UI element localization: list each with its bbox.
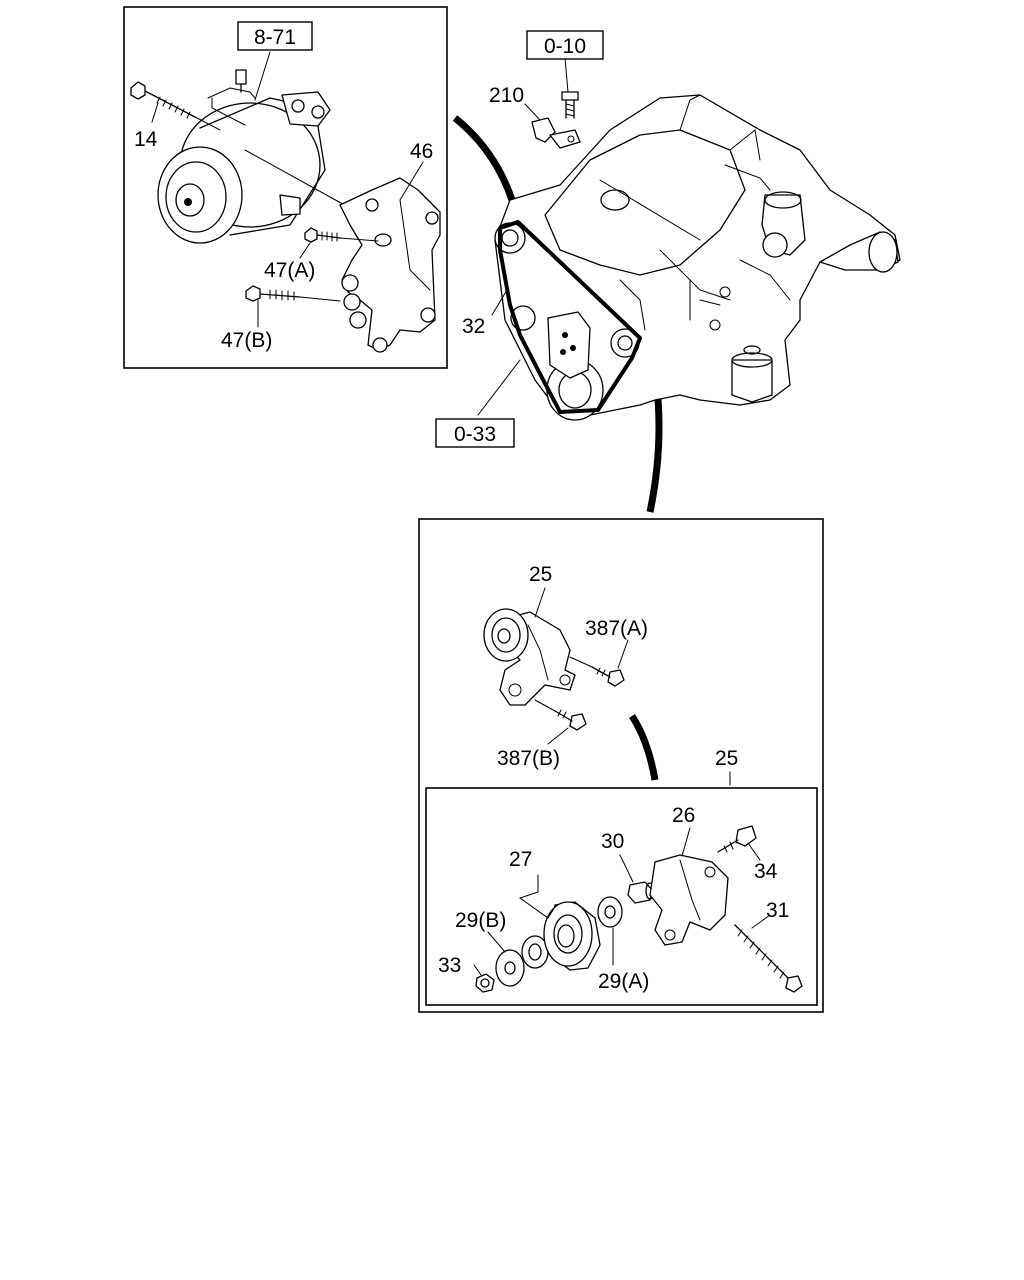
ac-compressor: [157, 69, 351, 244]
label-part-25-detail: 25: [715, 747, 738, 770]
spacer-30: [627, 881, 655, 904]
label-part-29a: 29(A): [598, 970, 649, 993]
label-part-210: 210: [489, 84, 524, 107]
label-part-25-upper: 25: [529, 563, 552, 586]
svg-text:0-33: 0-33: [454, 423, 496, 446]
compressor-inset-frame: [123, 6, 448, 369]
ref-box-0-33[interactable]: 0-33: [435, 418, 515, 448]
bolt-387b: [534, 699, 587, 731]
bolt-47b: [245, 285, 341, 302]
engine-assembly: [494, 94, 901, 416]
bolt-34: [717, 825, 757, 853]
label-part-31: 31: [766, 899, 789, 922]
label-part-47a: 47(A): [264, 259, 315, 282]
leader-lines: [151, 51, 771, 976]
label-part-14: 14: [134, 128, 158, 151]
label-part-46: 46: [410, 140, 433, 163]
tensioner-assembly-25: [483, 608, 576, 706]
clip-210: [531, 117, 581, 149]
tensioner-detail-frame: [425, 787, 818, 1006]
label-part-47b: 47(B): [221, 329, 272, 352]
label-part-33: 33: [438, 954, 461, 977]
label-part-387a: 387(A): [585, 617, 648, 640]
bearing-inner: [521, 935, 549, 969]
bolt-47a: [304, 227, 379, 243]
bolt-31: [734, 924, 803, 993]
pulleys-and-belt: [494, 220, 642, 421]
label-part-26: 26: [672, 804, 695, 827]
bolt-387a: [569, 656, 625, 687]
nut-33: [475, 973, 495, 993]
label-part-30: 30: [601, 830, 624, 853]
arm-26: [649, 854, 729, 946]
label-part-32: 32: [462, 315, 485, 338]
label-part-27: 27: [509, 848, 532, 871]
svg-text:0-10: 0-10: [544, 35, 586, 58]
svg-text:8-71: 8-71: [254, 26, 296, 49]
bolt-14: [130, 81, 221, 131]
washer-29a: [597, 896, 623, 928]
label-part-29b: 29(B): [455, 909, 506, 932]
tensioner-inset-frame: [418, 518, 824, 1013]
bolt-0-10: [561, 91, 579, 119]
connector-arc-compressor: [452, 115, 516, 202]
label-part-387b: 387(B): [497, 747, 560, 770]
ref-box-0-10[interactable]: 0-10: [526, 30, 604, 60]
washer-29b: [495, 949, 525, 987]
pulley-27: [543, 901, 601, 971]
ref-box-8-71[interactable]: 8-71: [237, 21, 313, 51]
label-part-34: 34: [754, 860, 778, 883]
connector-arc-detail: [629, 714, 659, 781]
compressor-bracket: [339, 177, 441, 353]
